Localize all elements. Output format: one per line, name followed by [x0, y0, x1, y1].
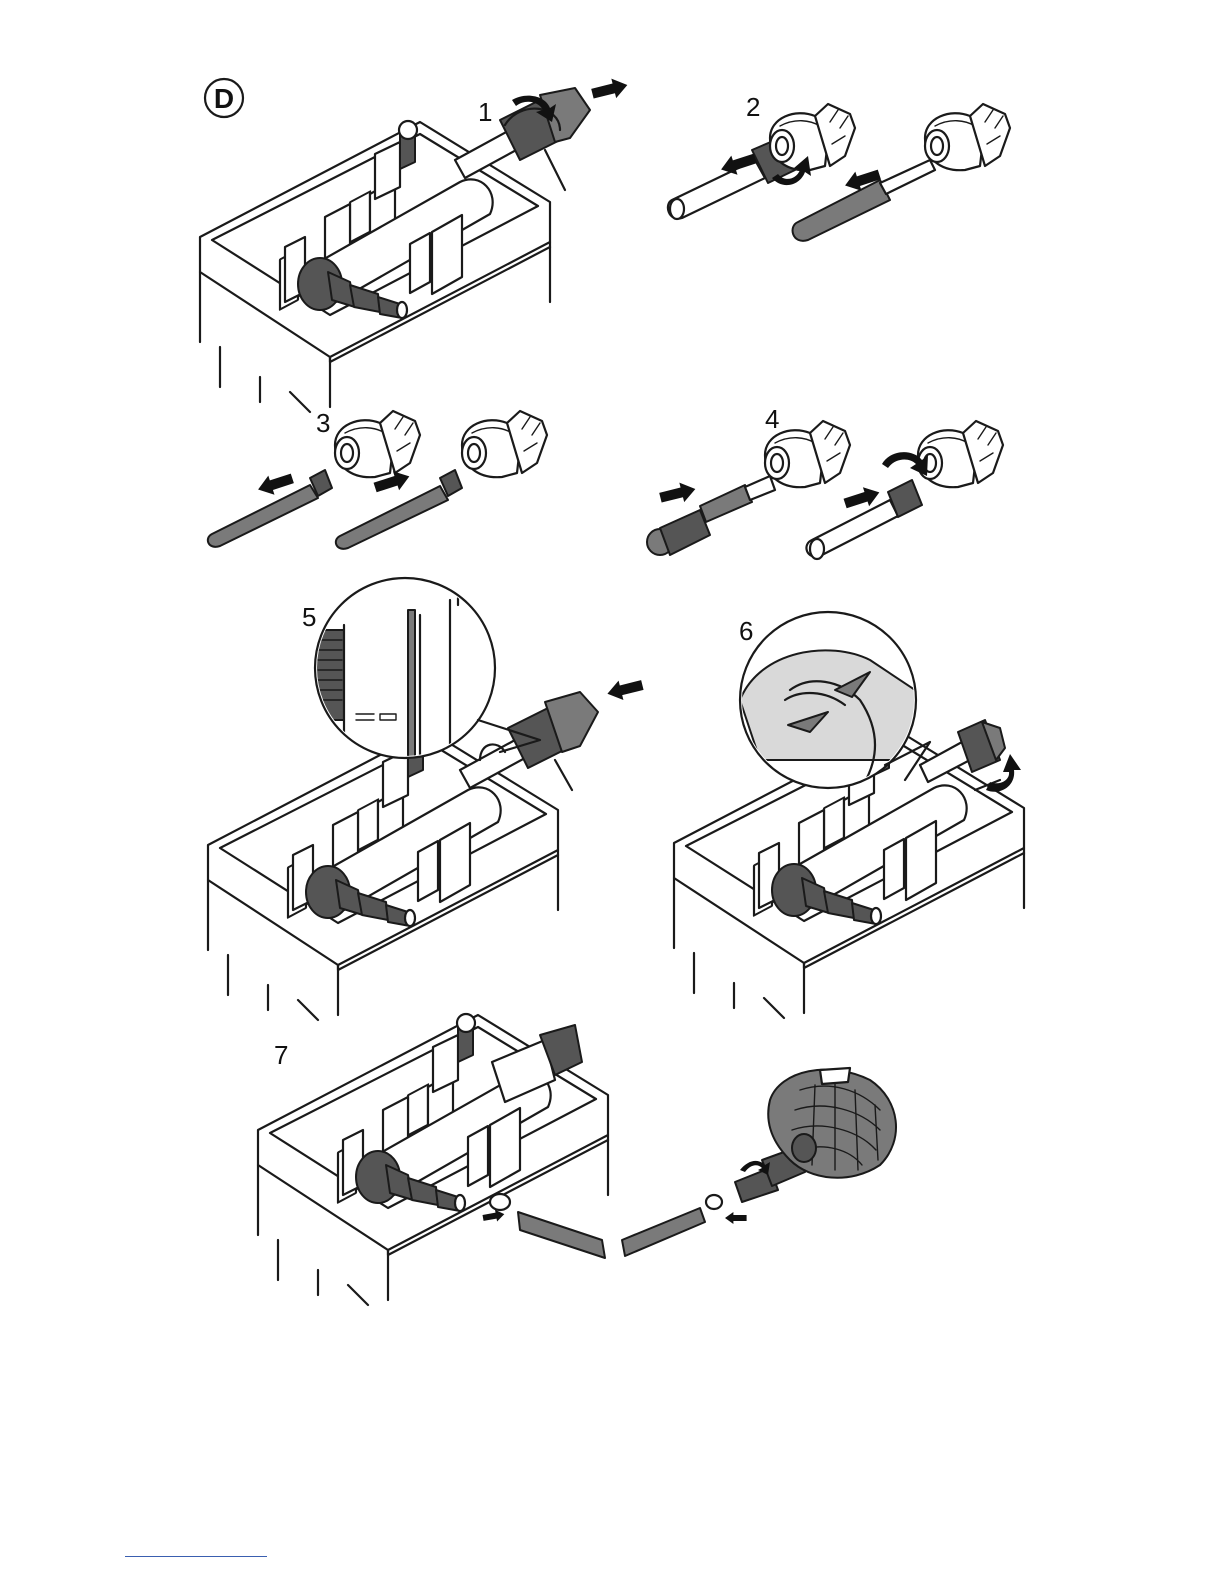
section-letter: D	[214, 83, 234, 114]
step-3-illustration: 3	[208, 408, 547, 549]
step-6-label: 6	[739, 616, 753, 646]
step-6-illustration: 6	[674, 612, 1024, 1018]
section-badge: D	[205, 79, 243, 117]
step-1-illustration: 1	[200, 75, 630, 412]
step-4-illustration: 4	[647, 404, 1003, 559]
step-7-illustration: 7	[258, 1014, 896, 1305]
step-5-label: 5	[302, 602, 316, 632]
step-7-label: 7	[274, 1040, 288, 1070]
step-1-label: 1	[478, 97, 492, 127]
step-2-label: 2	[746, 92, 760, 122]
footer-rule	[125, 1556, 267, 1557]
step-3-label: 3	[316, 408, 330, 438]
step-5-illustration: 5	[208, 578, 645, 1020]
step-2-illustration: 2	[668, 92, 1010, 241]
step-4-label: 4	[765, 404, 779, 434]
